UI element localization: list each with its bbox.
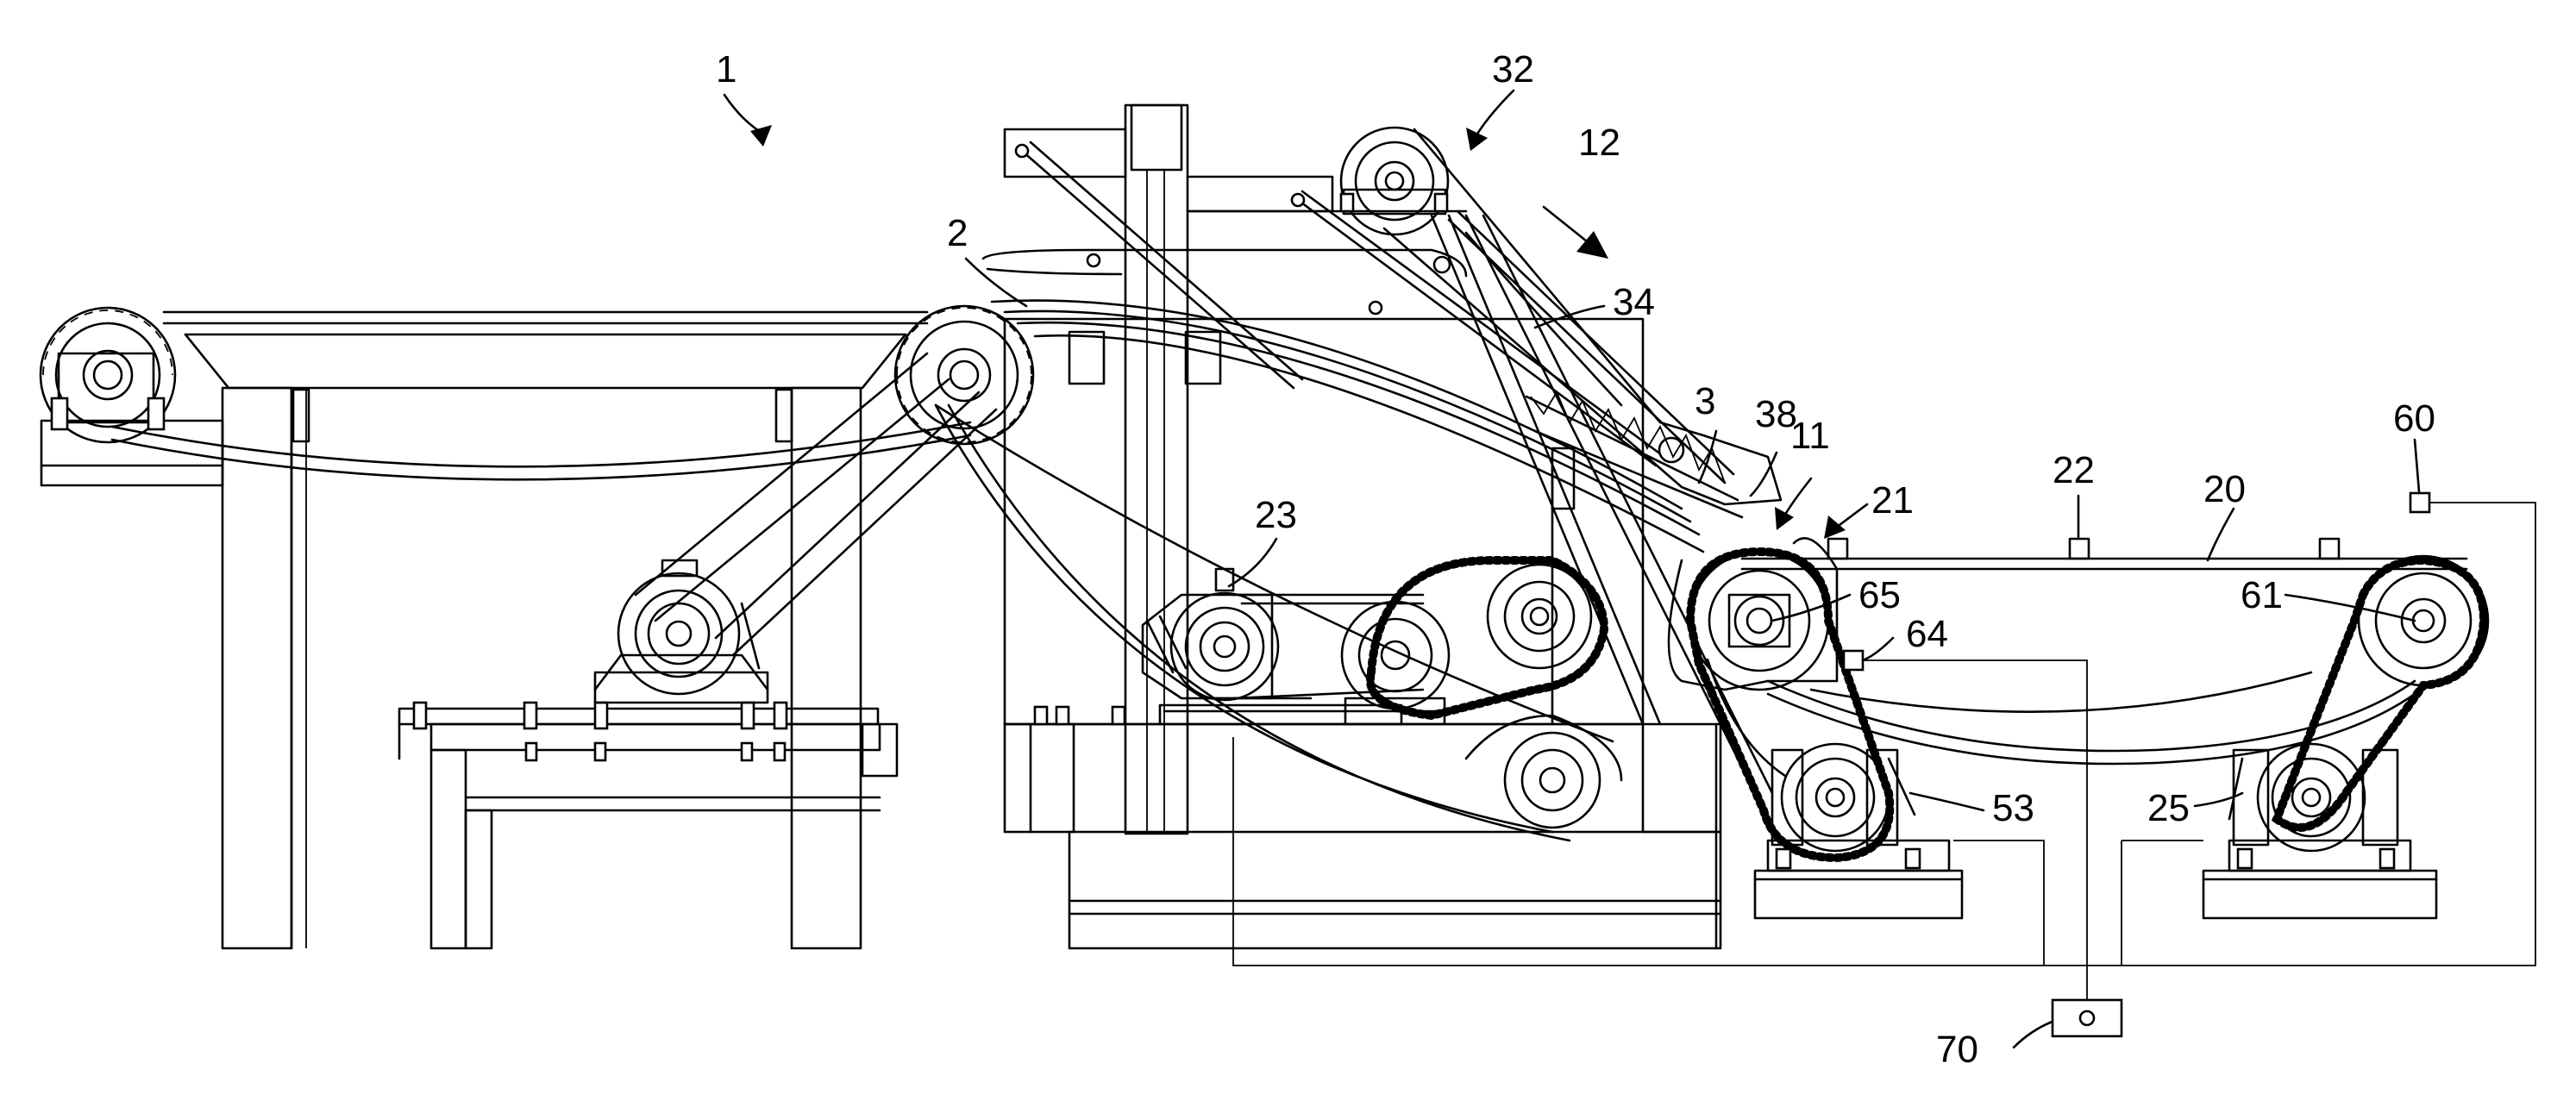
label-65: 65 [1858,574,1901,616]
label-60: 60 [2393,397,2435,440]
label-64: 64 [1906,613,1948,655]
label-12: 12 [1578,122,1620,164]
arrow-head-21 [1824,516,1846,539]
upper-arm [1341,128,1781,517]
left-conveyor [41,308,996,948]
label-21: 21 [1871,479,1914,522]
label-53: 53 [1992,787,2034,829]
label-2: 2 [947,212,968,254]
label-25: 25 [2147,787,2190,829]
label-70: 70 [1936,1028,1978,1071]
label-23: 23 [1255,494,1297,536]
label-34: 34 [1613,281,1655,323]
motor-25 [2203,744,2436,918]
label-61: 61 [2241,574,2283,616]
middle-chains [936,405,1621,841]
label-22: 22 [2053,449,2095,491]
arrow-head-12 [1576,231,1608,259]
label-1: 1 [716,48,736,91]
label-32: 32 [1492,48,1534,91]
arrow-head-32 [1466,128,1488,151]
right-end-sprocket [2277,556,2488,828]
motor-53 [1755,744,1962,918]
label-38: 38 [1755,393,1797,435]
label-20: 20 [2203,468,2246,510]
label-3: 3 [1695,380,1715,422]
arrow-head-11 [1775,507,1794,530]
